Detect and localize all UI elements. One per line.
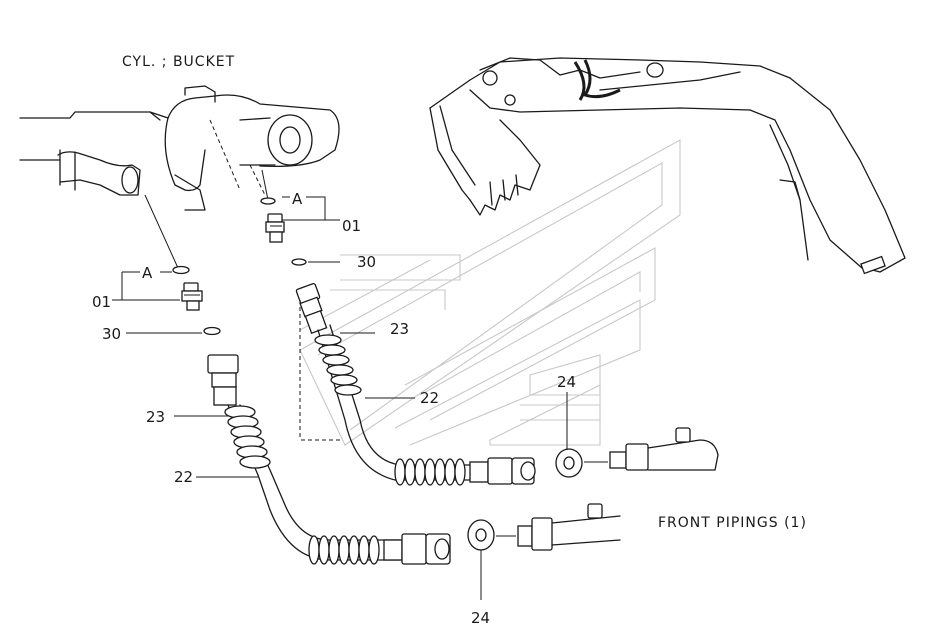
washer-24-upper <box>555 448 583 478</box>
adapter-01-right <box>265 213 285 243</box>
callout-30-left: 30 <box>102 325 121 343</box>
washer-24-lower <box>467 519 495 551</box>
fitting-group-left <box>112 265 221 336</box>
callout-01-right: 01 <box>342 217 361 235</box>
hose-assembly-left <box>207 354 451 565</box>
spring-guard-left-vertical <box>224 405 271 469</box>
pipe-end-upper <box>584 427 719 471</box>
callout-23-left: 23 <box>146 408 165 426</box>
bucket-cylinder-head <box>19 85 340 211</box>
callout-leaders <box>174 332 568 600</box>
adapter-01-left <box>181 282 203 311</box>
excavator-arm-overview <box>429 57 906 275</box>
callout-a-right: A <box>292 190 303 208</box>
callout-24-upper: 24 <box>557 373 576 391</box>
pipe-end-lower <box>496 503 621 551</box>
spring-guard-right-horizontal <box>394 458 466 486</box>
fitting-group-right <box>260 196 340 266</box>
hose-assembly-right <box>295 282 536 486</box>
callout-a-left: A <box>142 264 153 282</box>
spring-guard-right-vertical <box>314 334 362 396</box>
diagram-title: CYL. ; BUCKET <box>122 54 235 70</box>
spring-guard-left-horizontal <box>308 535 380 565</box>
diagram-subtitle: FRONT PIPINGS (1) <box>658 515 807 531</box>
callout-01-left: 01 <box>92 293 111 311</box>
leader-lines <box>144 169 269 269</box>
callout-22-left: 22 <box>174 468 193 486</box>
callout-22-right: 22 <box>420 389 439 407</box>
callout-30-right: 30 <box>357 253 376 271</box>
callout-24-lower: 24 <box>471 609 490 627</box>
callout-23-right: 23 <box>390 320 409 338</box>
